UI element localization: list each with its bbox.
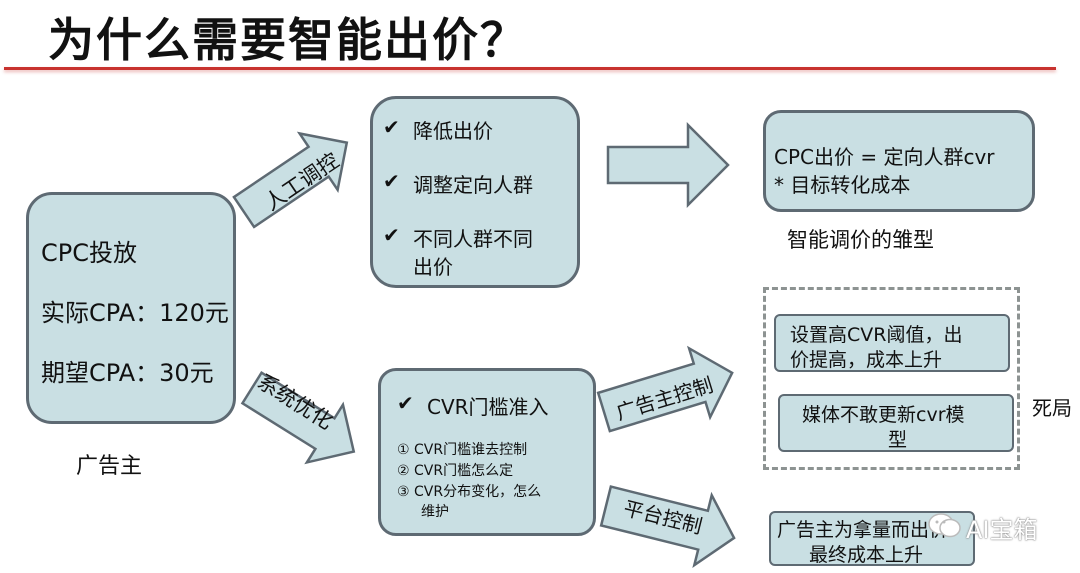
check-icon: ✔ [383, 169, 400, 193]
deadlock-label: 死局 [1032, 396, 1072, 420]
cvr-item-3-cont: 维护 [421, 504, 449, 520]
prototype-line-1: CPC出价 = 定向人群cvr [774, 145, 995, 169]
prototype-box: CPC出价 = 定向人群cvr * 目标转化成本 [763, 110, 1035, 212]
platform-line-1: 广告主为拿量而出价 [777, 519, 949, 541]
deadlock-box2-line-2: 型 [888, 429, 908, 451]
check-icon: ✔ [383, 223, 400, 247]
title-divider [4, 67, 1056, 70]
prototype-caption: 智能调价的雏型 [787, 228, 934, 252]
advertiser-line-3: 期望CPA：30元 [41, 359, 214, 387]
page-title: 为什么需要智能出价？ [48, 13, 528, 67]
high-cvr-threshold-box: 设置高CVR阈值，出 价提高，成本上升 [774, 314, 1010, 372]
manual-control-box: ✔ 降低出价 ✔ 调整定向人群 ✔ 不同人群不同 出价 [370, 96, 580, 288]
prototype-line-2: * 目标转化成本 [774, 173, 911, 197]
advertiser-line-1: CPC投放 [41, 239, 137, 267]
advertiser-line-2: 实际CPA：120元 [41, 299, 229, 327]
check-icon: ✔ [397, 391, 414, 415]
advertiser-control-label: 广告主控制 [613, 372, 716, 425]
platform-control-label: 平台控制 [621, 495, 705, 539]
cvr-heading: CVR门槛准入 [427, 395, 549, 419]
deadlock-container [763, 287, 1020, 470]
cvr-threshold-box: ✔ CVR门槛准入 ① CVR门槛谁去控制 ② CVR门槛怎么定 ③ CVR分布… [378, 368, 596, 536]
cvr-item-1: ① CVR门槛谁去控制 [397, 442, 528, 458]
deadlock-box2-line-1: 媒体不敢更新cvr模 [802, 404, 965, 426]
advertiser-box: CPC投放 实际CPA：120元 期望CPA：30元 [26, 192, 236, 424]
deadlock-box1-line-2: 价提高，成本上升 [790, 349, 943, 371]
media-model-box: 媒体不敢更新cvr模 型 [778, 394, 1014, 452]
cvr-item-3: ③ CVR分布变化，怎么 [397, 484, 542, 500]
watermark-text: AI宝箱 [966, 516, 1038, 544]
manual-control-label: 人工调控 [260, 148, 344, 216]
platform-line-2: 最终成本上升 [809, 544, 924, 566]
manual-item-1: 降低出价 [413, 119, 493, 143]
check-icon: ✔ [383, 115, 400, 139]
deadlock-box1-line-1: 设置高CVR阈值，出 [790, 324, 963, 346]
manual-item-2: 调整定向人群 [413, 173, 533, 197]
advertiser-caption: 广告主 [76, 454, 143, 479]
manual-item-3-cont: 出价 [413, 255, 453, 279]
system-optimization-label: 系统优化 [253, 369, 338, 435]
wechat-icon [928, 512, 962, 540]
cvr-item-2: ② CVR门槛怎么定 [397, 463, 514, 479]
manual-item-3: 不同人群不同 [413, 227, 533, 251]
